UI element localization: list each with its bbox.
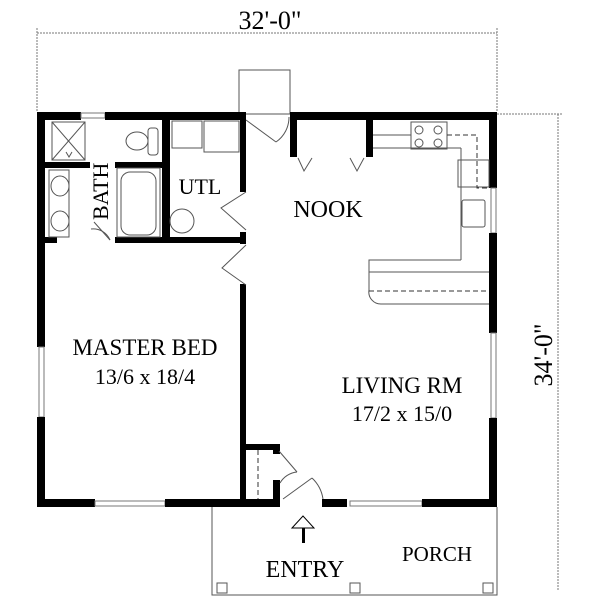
bath-label: BATH [88,162,113,220]
width-dimension: 32'-0" [36,6,498,112]
pantry-door-icon [297,157,313,173]
rear-stoop [238,69,291,115]
shower-icon [51,121,86,161]
bathtub-icon [116,167,161,238]
sink-icon [50,175,70,197]
sink-icon [50,210,70,232]
utility-fixtures: UTL [169,120,247,234]
kitchen [368,121,490,305]
master-door-icon [221,244,247,286]
post-icon [349,582,361,594]
refrigerator-icon [457,159,490,188]
exterior-walls [37,112,497,507]
post-icon [482,582,494,594]
living-room: LIVING RM 17/2 x 15/0 [342,373,463,426]
utl-label: UTL [179,174,222,199]
front-door-icon [282,477,313,500]
master-bed: MASTER BED 13/6 x 18/4 [72,335,217,389]
nook-area: NOOK [221,116,365,286]
bath-fixtures: BATH [48,121,161,241]
entry-label: ENTRY [266,557,345,583]
porch-label: PORCH [402,542,472,566]
width-label: 32'-0" [239,6,302,35]
depth-label: 34'-0" [529,324,558,387]
living-label: LIVING RM [342,373,463,398]
interior-walls [45,112,373,507]
post-icon [216,582,228,594]
entry-doors [257,450,324,500]
living-size: 17/2 x 15/0 [352,401,452,426]
pantry-door-icon [349,157,365,173]
water-heater-icon [169,208,195,234]
master-bed-label: MASTER BED [72,335,217,360]
washer-icon [171,120,203,149]
master-bed-size: 13/6 x 18/4 [95,364,195,389]
closet-door-icon [278,450,298,473]
kitchen-sink-icon [461,199,486,228]
entry-arrow-icon [290,515,316,529]
utl-door-icon [220,191,247,231]
dryer-icon [203,120,240,153]
toilet-icon [125,131,149,151]
porch: ENTRY PORCH [211,507,498,596]
nook-label: NOOK [293,197,363,223]
depth-dimension: 34'-0" [497,113,562,590]
vanity-icon [48,169,70,238]
rear-door-icon [245,119,277,143]
